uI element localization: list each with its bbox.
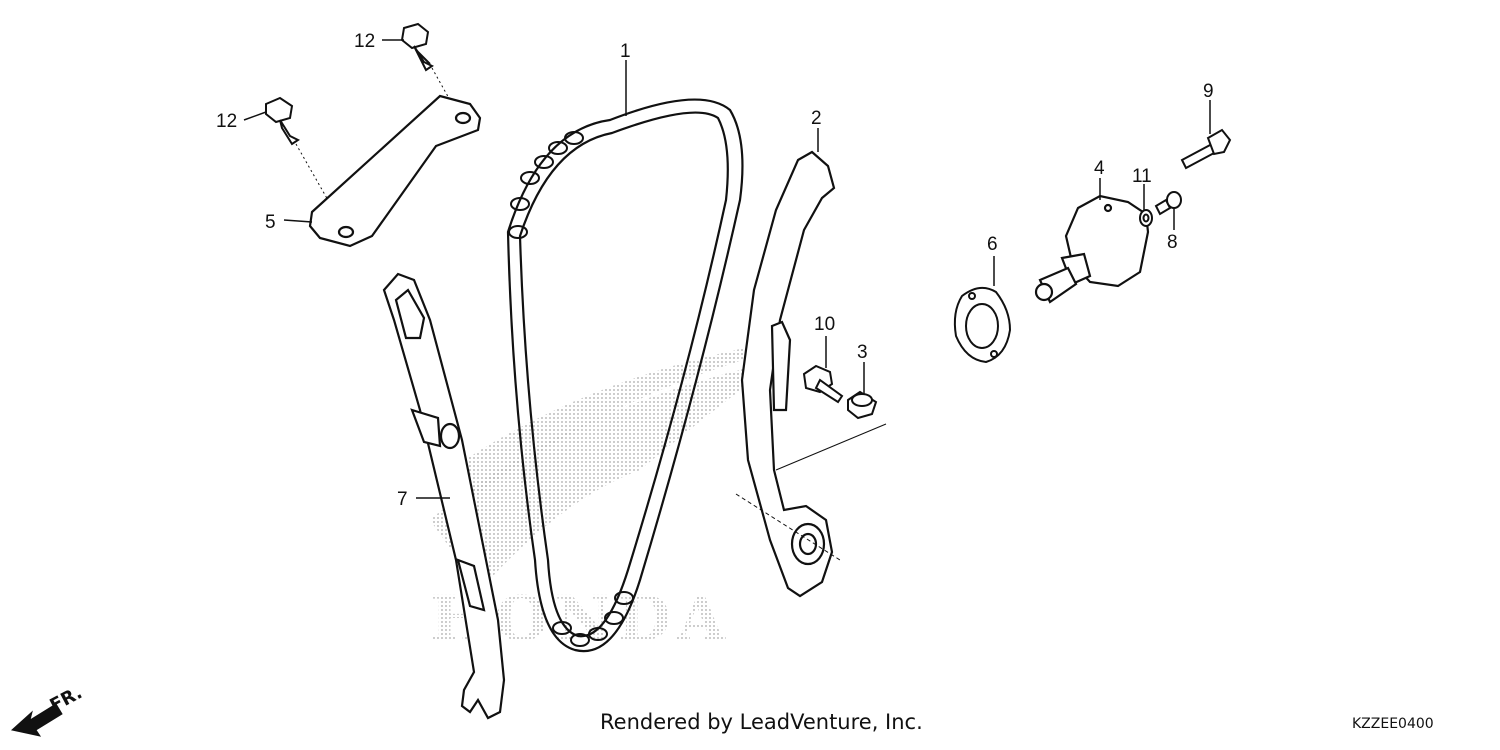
callout-1: 1 xyxy=(620,41,631,62)
callout-7: 7 xyxy=(397,489,408,510)
callout-2: 2 xyxy=(811,108,822,129)
leader-5 xyxy=(283,219,313,223)
pivot-bolt-part-10 xyxy=(802,364,844,404)
collar-part-3 xyxy=(847,390,878,420)
render-credit: Rendered by LeadVenture, Inc. xyxy=(600,710,923,734)
washer-part-11 xyxy=(1139,209,1153,227)
leader-12b xyxy=(243,111,267,121)
bolt-part-9 xyxy=(1180,128,1232,170)
guide-plate-part-5 xyxy=(308,94,482,248)
tensioner-arm-part-2 xyxy=(740,150,836,598)
diagram-code: KZZEE0400 xyxy=(1352,716,1434,732)
callout-6: 6 xyxy=(987,234,998,255)
front-direction-marker: FR. xyxy=(10,682,86,737)
bolt-part-12-upper xyxy=(400,22,434,72)
gasket-part-6 xyxy=(953,286,1012,364)
callout-5: 5 xyxy=(265,212,276,233)
bolt-axis-12b xyxy=(295,143,346,231)
bolt-part-12-lower xyxy=(265,96,300,146)
callout-9: 9 xyxy=(1203,81,1214,102)
arrow-icon xyxy=(10,703,63,737)
tensioner-lifter-part-4 xyxy=(1034,194,1150,304)
callout-11: 11 xyxy=(1132,166,1152,187)
callout-12-lower: 12 xyxy=(216,111,237,132)
callout-4: 4 xyxy=(1094,158,1105,179)
callout-12-upper: 12 xyxy=(354,31,375,52)
callout-10: 10 xyxy=(814,314,835,335)
callout-3: 3 xyxy=(857,342,868,363)
callout-8: 8 xyxy=(1167,232,1178,253)
screw-part-8 xyxy=(1154,191,1182,216)
chain-guide-part-7 xyxy=(382,272,506,720)
bolt-axis-10 xyxy=(775,423,887,471)
cam-chain-part-1 xyxy=(506,98,744,653)
